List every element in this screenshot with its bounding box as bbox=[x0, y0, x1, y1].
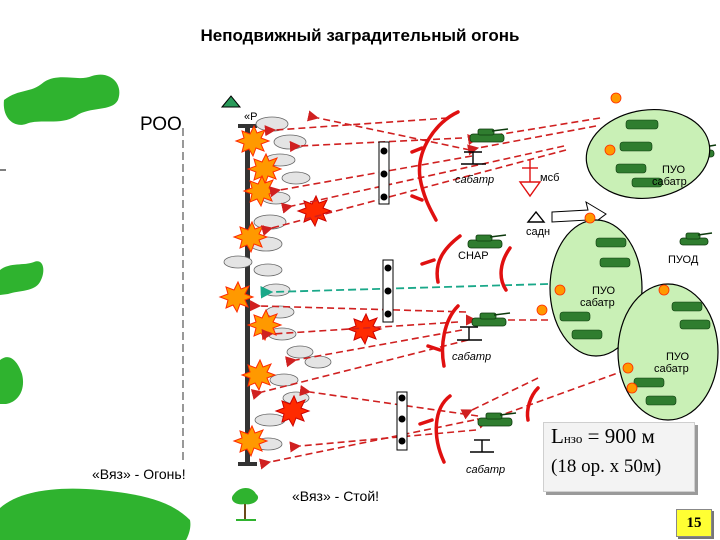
sabatr-label-1: сабатр bbox=[455, 174, 495, 186]
sadn-label: садн bbox=[526, 226, 551, 238]
company-units bbox=[378, 141, 408, 451]
smoke-clouds bbox=[223, 116, 332, 451]
sabatr-label-3: сабатр bbox=[466, 464, 506, 476]
puod-label: ПУОД bbox=[668, 254, 699, 266]
command-fire: «Вяз» - Огонь! bbox=[92, 466, 186, 482]
terrain-bottom bbox=[0, 488, 191, 540]
barrier-line-top bbox=[238, 124, 257, 128]
battery-ellipse-low bbox=[617, 283, 719, 421]
sabatr-label-2: сабатр bbox=[452, 351, 492, 363]
formula-breakdown: (18 ор. х 50м) bbox=[551, 456, 662, 477]
vyaz-top-label: «Р bbox=[244, 111, 258, 123]
battery-ellipse-mid bbox=[549, 219, 643, 357]
puo-mid-sublabel: сабатр bbox=[580, 297, 615, 309]
snar-label: СНАР bbox=[458, 250, 489, 262]
puo-top-label: ПУО bbox=[662, 164, 686, 176]
roo-label: РОО bbox=[140, 114, 182, 135]
tree-icon bbox=[231, 488, 259, 521]
defense-arcs bbox=[410, 110, 540, 464]
formula-value: = 900 м bbox=[582, 424, 655, 448]
formula-length: Lнзо = 900 м bbox=[551, 424, 655, 449]
formula-box bbox=[543, 422, 695, 492]
teal-direction-line bbox=[260, 283, 549, 299]
page-number-badge: 15 bbox=[676, 509, 712, 537]
msb-label: мсб bbox=[540, 172, 560, 184]
barrier-line-bottom bbox=[238, 462, 257, 466]
terrain-mid bbox=[0, 261, 44, 295]
command-stop: «Вяз» - Стой! bbox=[292, 488, 380, 504]
barrier-explosions bbox=[218, 124, 383, 458]
battery-ellipse-top bbox=[585, 108, 711, 200]
puo-mid-label: ПУО bbox=[592, 285, 616, 297]
terrain-top bbox=[3, 74, 120, 125]
formula-sub: нзо bbox=[563, 431, 583, 446]
puo-low-label: ПУО bbox=[666, 351, 690, 363]
observation-triangle bbox=[220, 95, 242, 108]
unit-symbols bbox=[457, 151, 546, 453]
puo-low-sublabel: сабатр bbox=[654, 363, 689, 375]
puo-top-sublabel: сабатр bbox=[652, 176, 687, 188]
formula-l: L bbox=[551, 424, 564, 448]
diagram-title: Неподвижный заградительный огонь bbox=[200, 26, 520, 45]
muzzle-flashes bbox=[536, 92, 670, 394]
terrain-low bbox=[0, 357, 24, 404]
